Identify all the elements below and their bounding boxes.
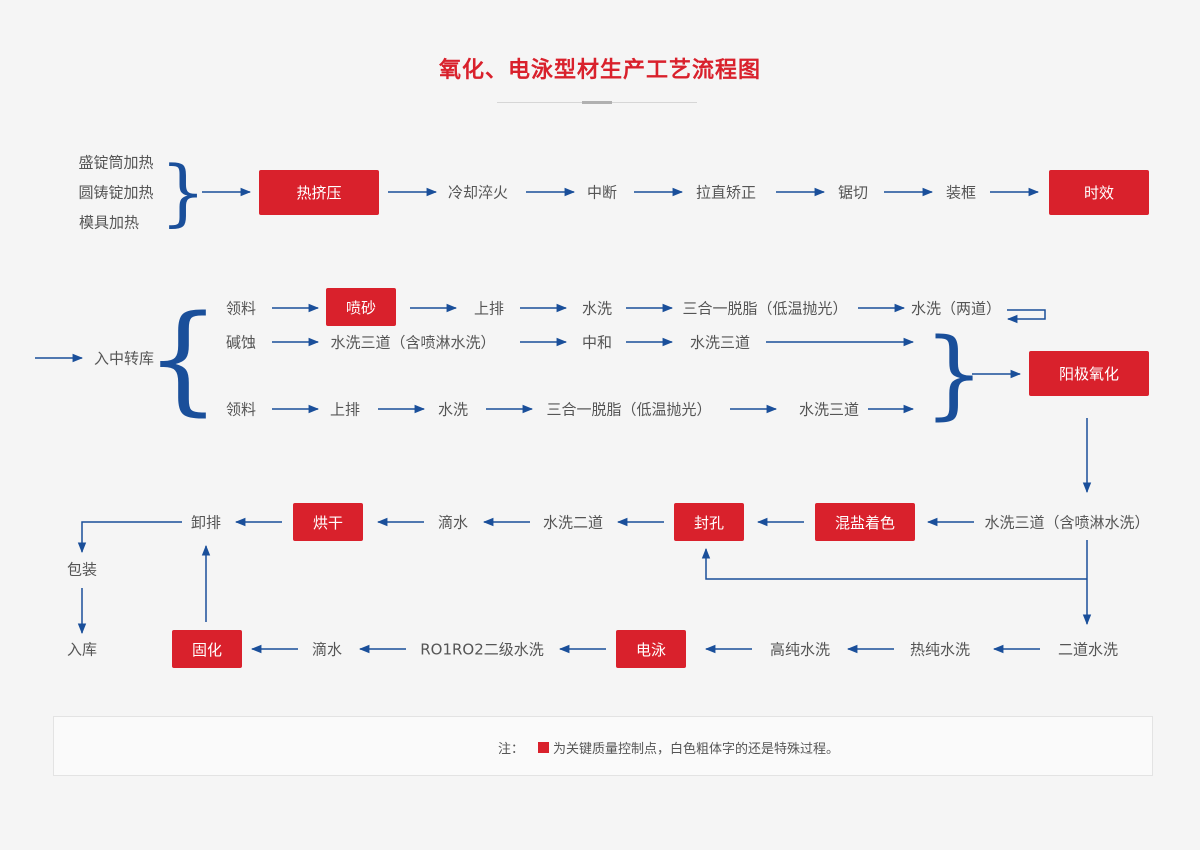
input-container-heating: 盛锭筒加热 <box>78 153 154 172</box>
row2-brace-right: } <box>923 318 985 430</box>
note-text: 为关键质量控制点，白色粗体字的还是特殊过程。 <box>553 742 840 757</box>
row2-brace-left: { <box>145 289 221 427</box>
c-degrease: 三合一脱脂（低温抛光） <box>546 400 712 419</box>
c-pick: 领料 <box>225 400 257 419</box>
step-high-pure-wash: 高纯水洗 <box>769 640 831 659</box>
input-ingot-heating: 圆铸锭加热 <box>78 183 154 202</box>
step-saw: 锯切 <box>837 183 869 202</box>
step-hot-pure-wash: 热纯水洗 <box>909 640 971 659</box>
c-wash: 水洗 <box>437 400 469 419</box>
title-divider-mark <box>582 101 612 104</box>
step-drip: 滴水 <box>437 513 469 532</box>
step-frame: 装框 <box>945 183 977 202</box>
box-hot-extrusion: 热挤压 <box>259 170 379 215</box>
box-dry: 烘干 <box>293 503 363 541</box>
step-warehouse: 入库 <box>66 640 98 659</box>
b-etch: 碱蚀 <box>225 333 257 352</box>
row1-brace: } <box>160 150 206 234</box>
step-wash-two: 水洗二道 <box>542 513 604 532</box>
step-wash-second: 二道水洗 <box>1057 640 1119 659</box>
c-rack: 上排 <box>329 400 361 419</box>
box-aging: 时效 <box>1049 170 1149 215</box>
note-panel <box>53 716 1153 776</box>
box-seal: 封孔 <box>674 503 744 541</box>
note-row: 注： 为关键质量控制点，白色粗体字的还是特殊过程。 <box>498 738 839 757</box>
step-quench: 冷却淬火 <box>447 183 509 202</box>
c-wash-three: 水洗三道 <box>798 400 860 419</box>
b-wash-three: 水洗三道 <box>689 333 751 352</box>
box-color: 混盐着色 <box>815 503 915 541</box>
red-square-icon <box>538 742 550 753</box>
a-rack: 上排 <box>473 299 505 318</box>
page-title: 氧化、电泳型材生产工艺流程图 <box>438 58 761 83</box>
b-neutralize: 中和 <box>581 333 613 352</box>
step-straighten: 拉直矫正 <box>695 183 757 202</box>
step-unrack: 卸排 <box>190 513 222 532</box>
box-cure: 固化 <box>172 630 242 668</box>
step-drip-2: 滴水 <box>311 640 343 659</box>
a-wash-two: 水洗（两道） <box>910 299 1002 318</box>
step-ro-wash: RO1RO2二级水洗 <box>420 640 544 659</box>
step-package: 包装 <box>66 560 98 579</box>
step-wash-three-spray: 水洗三道（含喷淋水洗） <box>984 513 1150 532</box>
step-break: 中断 <box>586 183 618 202</box>
box-electrophoresis: 电泳 <box>616 630 686 668</box>
a-wash: 水洗 <box>581 299 613 318</box>
a-degrease: 三合一脱脂（低温抛光） <box>682 299 848 318</box>
box-anodize: 阳极氧化 <box>1029 351 1149 396</box>
box-sandblast: 喷砂 <box>326 288 396 326</box>
a-pick: 领料 <box>225 299 257 318</box>
b-wash-three-spray: 水洗三道（含喷淋水洗） <box>330 333 496 352</box>
step-enter-transfer: 入中转库 <box>93 349 155 368</box>
note-label: 注： <box>498 742 525 757</box>
input-die-heating: 模具加热 <box>78 213 140 232</box>
